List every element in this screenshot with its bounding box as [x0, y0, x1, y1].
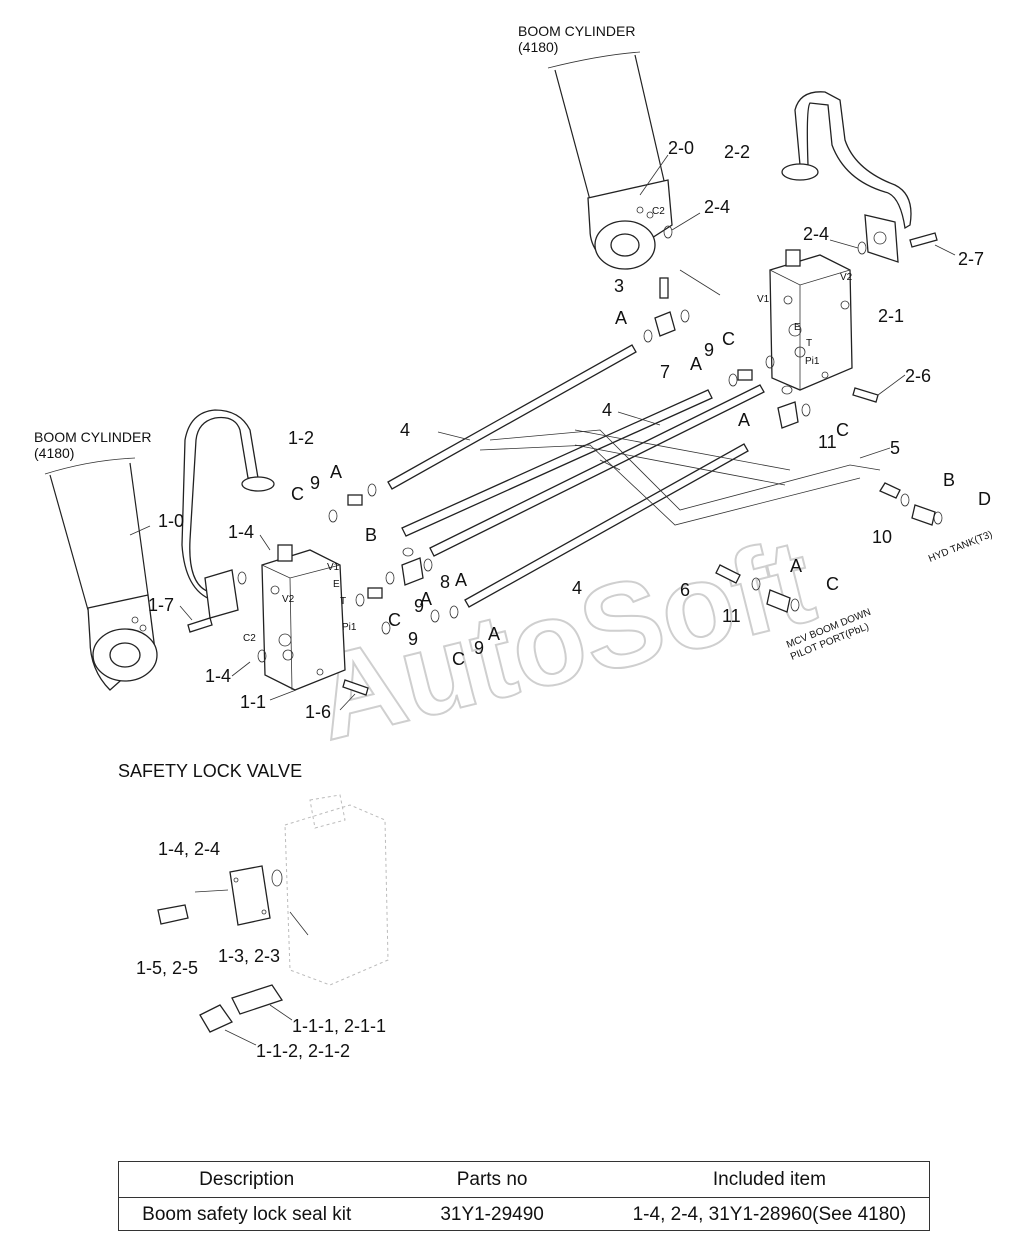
callout-9: 9: [310, 473, 320, 493]
table-header-cell: Included item: [712, 1168, 826, 1190]
port-label: E: [333, 579, 340, 590]
callout-1-0: 1-0: [158, 511, 184, 531]
callout-4: 4: [602, 400, 612, 420]
callout-2-0: 2-0: [668, 138, 694, 158]
connection-label-a: A: [790, 556, 802, 576]
connection-label-b: B: [943, 470, 955, 490]
callout-8: 8: [440, 572, 450, 592]
connection-label-a: A: [690, 354, 702, 374]
connection-label-a: A: [420, 589, 432, 609]
callout-2-2: 2-2: [724, 142, 750, 162]
boom-cylinder-right-title: BOOM CYLINDER: [518, 23, 635, 39]
seal-kit-table: Description Parts no Included item Boom …: [118, 1161, 930, 1231]
port-label: T: [340, 596, 346, 607]
callout-10: 10: [872, 527, 892, 547]
callout-3: 3: [614, 276, 624, 296]
callout-5: 5: [890, 438, 900, 458]
connection-label-c: C: [388, 610, 401, 630]
callout-4: 4: [400, 420, 410, 440]
safety-lock-valve-right: [769, 249, 853, 391]
callout-11: 11: [818, 432, 837, 452]
callout-2-7: 2-7: [958, 249, 984, 269]
callout-1-4: 1-4: [205, 666, 231, 686]
safety-lock-title: SAFETY LOCK VALVE: [118, 761, 302, 781]
boom-cylinder-right-code: (4180): [518, 39, 558, 55]
port-label: V2: [282, 594, 295, 605]
callout-11: 11: [722, 606, 741, 626]
callout-1-1: 1-1: [240, 692, 266, 712]
connection-label-a: A: [488, 624, 500, 644]
callout-1-7: 1-7: [148, 595, 174, 615]
connection-label-c: C: [722, 329, 735, 349]
callout-2-4: 2-4: [803, 224, 829, 244]
connection-label-a: A: [738, 410, 750, 430]
pipe-2-2: [794, 91, 912, 230]
connection-label-b: B: [365, 525, 377, 545]
fittings: [237, 225, 943, 663]
boom-cylinder-left: [44, 457, 158, 691]
connection-label-d: D: [978, 489, 991, 509]
label-1-4-2-4: 1-4, 2-4: [158, 839, 220, 859]
port-label: Pi1: [342, 622, 357, 633]
callout-7: 7: [660, 362, 670, 382]
boom-cylinder-left-title: BOOM CYLINDER: [34, 429, 151, 445]
leader-lines: [129, 154, 956, 711]
boom-cylinder-left-code: (4180): [34, 445, 74, 461]
callout-2-6: 2-6: [905, 366, 931, 386]
boom-cylinder-right: [547, 51, 673, 270]
connection-label-c: C: [826, 574, 839, 594]
hoses: [387, 344, 901, 608]
connection-label-a: A: [455, 570, 467, 590]
table-header-row: Description Parts no Included item: [119, 1162, 929, 1198]
connection-label-a: A: [330, 462, 342, 482]
port-label: Pi1: [805, 356, 820, 367]
table-cell: 1-4, 2-4, 31Y1-28960(See 4180): [632, 1203, 907, 1225]
port-label: C2: [652, 206, 665, 217]
port-label: T: [806, 338, 812, 349]
callout-9: 9: [474, 638, 484, 658]
label-1-3-2-3: 1-3, 2-3: [218, 946, 280, 966]
callout-1-6: 1-6: [305, 702, 331, 722]
callout-9: 9: [704, 340, 714, 360]
connection-label-c: C: [452, 649, 465, 669]
port-label: V1: [757, 294, 770, 305]
table-header-cell: Description: [199, 1168, 295, 1190]
safety-lock-detail: [157, 794, 389, 1046]
callout-2-1: 2-1: [878, 306, 904, 326]
pipe-1-2: [181, 409, 259, 601]
connection-label-c: C: [291, 484, 304, 504]
table-cell: Boom safety lock seal kit: [142, 1203, 352, 1225]
hyd-tank-label: HYD TANK(T3): [927, 529, 994, 565]
table-row: Boom safety lock seal kit 31Y1-29490 1-4…: [119, 1198, 929, 1231]
label-1-5-2-5: 1-5, 2-5: [136, 958, 198, 978]
port-label: V2: [840, 272, 853, 283]
label-1-1-2: 1-1-2, 2-1-2: [256, 1041, 350, 1061]
callout-4: 4: [572, 578, 582, 598]
callout-1-2: 1-2: [288, 428, 314, 448]
callout-6: 6: [680, 580, 690, 600]
connection-label-a: A: [615, 308, 627, 328]
table-cell: 31Y1-29490: [440, 1203, 544, 1225]
port-label: C2: [243, 633, 256, 644]
callout-2-4: 2-4: [704, 197, 730, 217]
callout-1-4: 1-4: [228, 522, 254, 542]
table-header-cell: Parts no: [456, 1168, 528, 1190]
port-label: E: [794, 322, 801, 333]
connection-label-c: C: [836, 420, 849, 440]
callout-9: 9: [408, 629, 418, 649]
callout-9: 9: [414, 596, 424, 616]
label-1-1-1: 1-1-1, 2-1-1: [292, 1016, 386, 1036]
safety-lock-valve-left: [261, 544, 346, 691]
port-label: V1: [327, 562, 340, 573]
